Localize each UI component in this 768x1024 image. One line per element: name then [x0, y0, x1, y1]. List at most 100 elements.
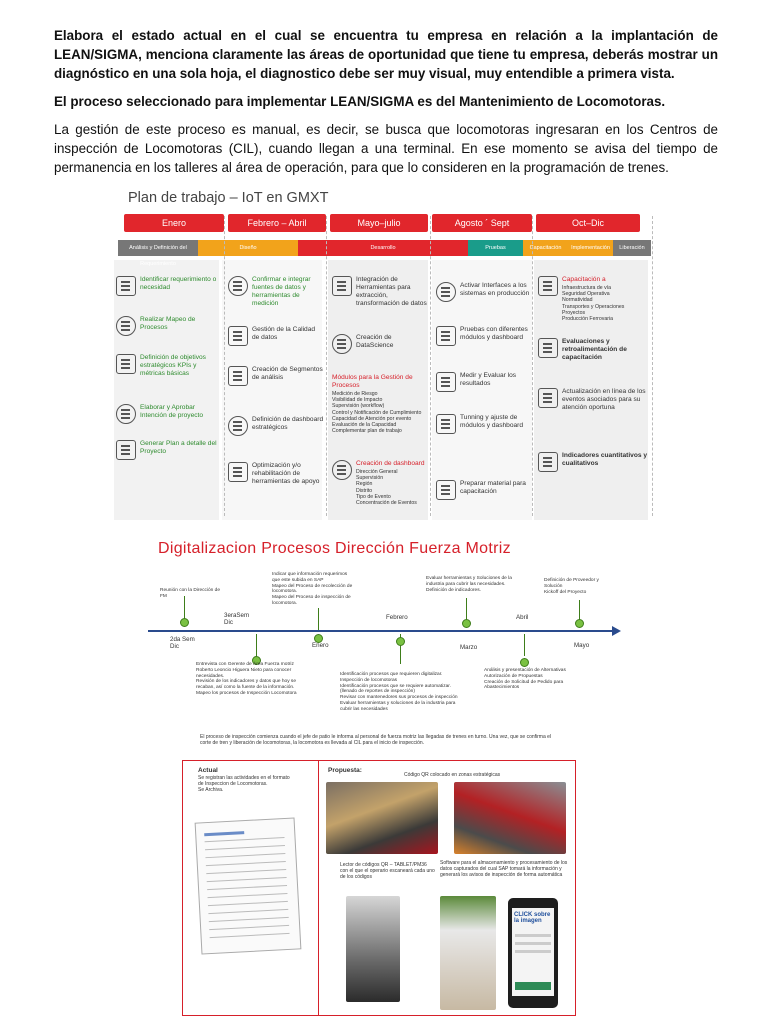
plan-title: Plan de trabajo – IoT en GMXT [128, 190, 329, 206]
milestone-dot [252, 656, 261, 665]
plan-item: Medir y Evaluar los resultados [436, 372, 532, 392]
worker-photo [454, 782, 566, 854]
plan-item: Gestión de la Calidad de datos [228, 326, 324, 346]
form-line [204, 831, 245, 837]
plan-item: Capacitación a Infraestructura de vía Se… [538, 276, 652, 322]
plan-item-text: Optimización y/o rehabilitación de herra… [252, 462, 320, 485]
timeline-note: Definición de Proveedor y Solución Kicko… [544, 578, 599, 595]
form-line [206, 868, 287, 875]
phase-mayo-julio: Mayo–julio [330, 214, 428, 232]
timeline-label: 3eraSem Dic [224, 612, 250, 626]
plan-item-text: Integración de Herramientas para extracc… [356, 276, 427, 307]
trend-icon [538, 452, 558, 472]
checklist-icon [436, 326, 456, 346]
plan-item: Creación de Segmentos de análisis [228, 366, 324, 386]
form-line [207, 900, 288, 907]
timeline-label: Marzo [460, 644, 478, 651]
plan-item: Generar Plan a detalle del Proyecto [116, 440, 220, 460]
plan-item-text: Generar Plan a detalle del Proyecto [140, 440, 217, 455]
stage-bar: Análisis y Definición del Requerimiento … [118, 240, 654, 267]
milestone-stick [466, 598, 467, 620]
plan-item-text: Activar Interfaces a los sistemas en pro… [460, 282, 530, 297]
modules-title: Módulos para la Gestión de Procesos [332, 374, 413, 389]
plan-item-text: Medir y Evaluar los resultados [460, 372, 517, 387]
qr-reader-text: Lector de códigos QR – TABLET/PM36 con e… [340, 862, 435, 880]
phase-feb-abril: Febrero – Abril [228, 214, 326, 232]
divider-2 [326, 216, 327, 516]
timeline-label: 2da Sem Dic [170, 636, 195, 650]
tablet-photo [440, 896, 496, 1010]
calendar-icon [228, 462, 248, 482]
document-icon [116, 276, 136, 296]
cloud-sync-icon [436, 282, 456, 302]
timeline-note: Reunión con la Dirección de FM [160, 588, 220, 599]
milestone-dot [314, 634, 323, 643]
training-list: Infraestructura de vía Seguridad Operati… [562, 285, 625, 323]
divider-3 [430, 216, 431, 516]
plan-item: Preparar material para capacitación [436, 480, 532, 500]
divider-4 [532, 216, 533, 516]
col2-bg [222, 260, 322, 520]
database-icon [332, 334, 352, 354]
timeline-label: Febrero [386, 614, 408, 621]
click-image-link[interactable]: CLICK sobre la imagen [514, 912, 551, 924]
plan-item: Módulos para la Gestión de Procesos Medi… [332, 374, 428, 434]
plan-item: Integración de Herramientas para extracc… [332, 276, 428, 308]
plan-item-text: Confirmar e integrar fuentes de datos y … [252, 276, 311, 307]
plan-item-text: Creación de Segmentos de análisis [252, 366, 323, 381]
milestone-stick [400, 634, 401, 664]
dashboard-title: Creación de dashboard [356, 460, 425, 467]
timeline-arrow [612, 626, 621, 636]
timeline-note: Identificación procesos que requieren di… [340, 672, 458, 712]
timeline-note: Evaluar herramientas y Soluciones de la … [426, 576, 512, 593]
team-icon [228, 276, 248, 296]
inspection-form-image [194, 817, 302, 955]
plan-item: Confirmar e integrar fuentes de datos y … [228, 276, 324, 308]
plan-item: Elaborar y Aprobar Intención de proyecto [116, 404, 220, 424]
milestone-dot [575, 619, 584, 628]
timeline-axis [148, 630, 618, 632]
milestone-dot [520, 658, 529, 667]
intro-paragraph-3: La gestión de este proceso es manual, es… [54, 122, 718, 175]
head-icon [332, 460, 352, 480]
form-line [207, 884, 288, 891]
screen-line [515, 950, 551, 953]
timeline-note: Indicar que información requerimos que e… [272, 572, 353, 606]
plan-item-text: Definición de objetivos estratégicos KPI… [140, 354, 206, 377]
digitalization-title: Digitalizacion Procesos Dirección Fuerza… [158, 540, 511, 557]
dashboard-list: Dirección General Supervisión Región Dis… [356, 469, 417, 507]
screen-line [515, 942, 551, 945]
milestone-dot [462, 619, 471, 628]
milestone-dot [396, 637, 405, 646]
plan-item-text: Evaluaciones y retroalimentación de capa… [562, 338, 627, 361]
col4-bg [432, 260, 532, 520]
plan-item: Tunning y ajuste de módulos y dashboard [436, 414, 532, 434]
scanner-photo [346, 896, 400, 1002]
presentation-icon [538, 276, 558, 296]
form-line [208, 916, 289, 923]
chart-icon [436, 372, 456, 392]
form-line [205, 845, 285, 851]
plan-item: Evaluaciones y retroalimentación de capa… [538, 338, 652, 362]
intro-paragraph-2: El proceso seleccionado para implementar… [54, 94, 666, 109]
milestone-stick [579, 600, 580, 620]
plan-item-text: Preparar material para capacitación [460, 480, 526, 495]
plan-item-text: Identificar requerimiento o necesidad [140, 276, 217, 291]
clipboard-icon [228, 326, 248, 346]
milestone-stick [184, 596, 185, 620]
plan-item: Identificar requerimiento o necesidad [116, 276, 220, 296]
target-icon [228, 416, 248, 436]
timeline-label: Mayo [574, 642, 590, 649]
actual-vs-proposal-frame [182, 760, 576, 1016]
form-line [205, 860, 286, 867]
plan-item-text: Elaborar y Aprobar Intención de proyecto [140, 404, 204, 419]
timeline-label: Enero [312, 642, 329, 649]
plan-item-text: Actualización en línea de los eventos as… [562, 388, 646, 411]
plan-item-text: Definición de dashboard estratégicos [252, 416, 324, 431]
form-line [206, 876, 287, 883]
plan-item: Creación de dashboard Dirección General … [332, 460, 428, 506]
form-line [209, 932, 290, 939]
box-icon [538, 388, 558, 408]
software-text: Software para el almacenamiento y proces… [440, 860, 568, 878]
timeline-note: Análisis y presentación de Alternativas … [484, 668, 566, 691]
